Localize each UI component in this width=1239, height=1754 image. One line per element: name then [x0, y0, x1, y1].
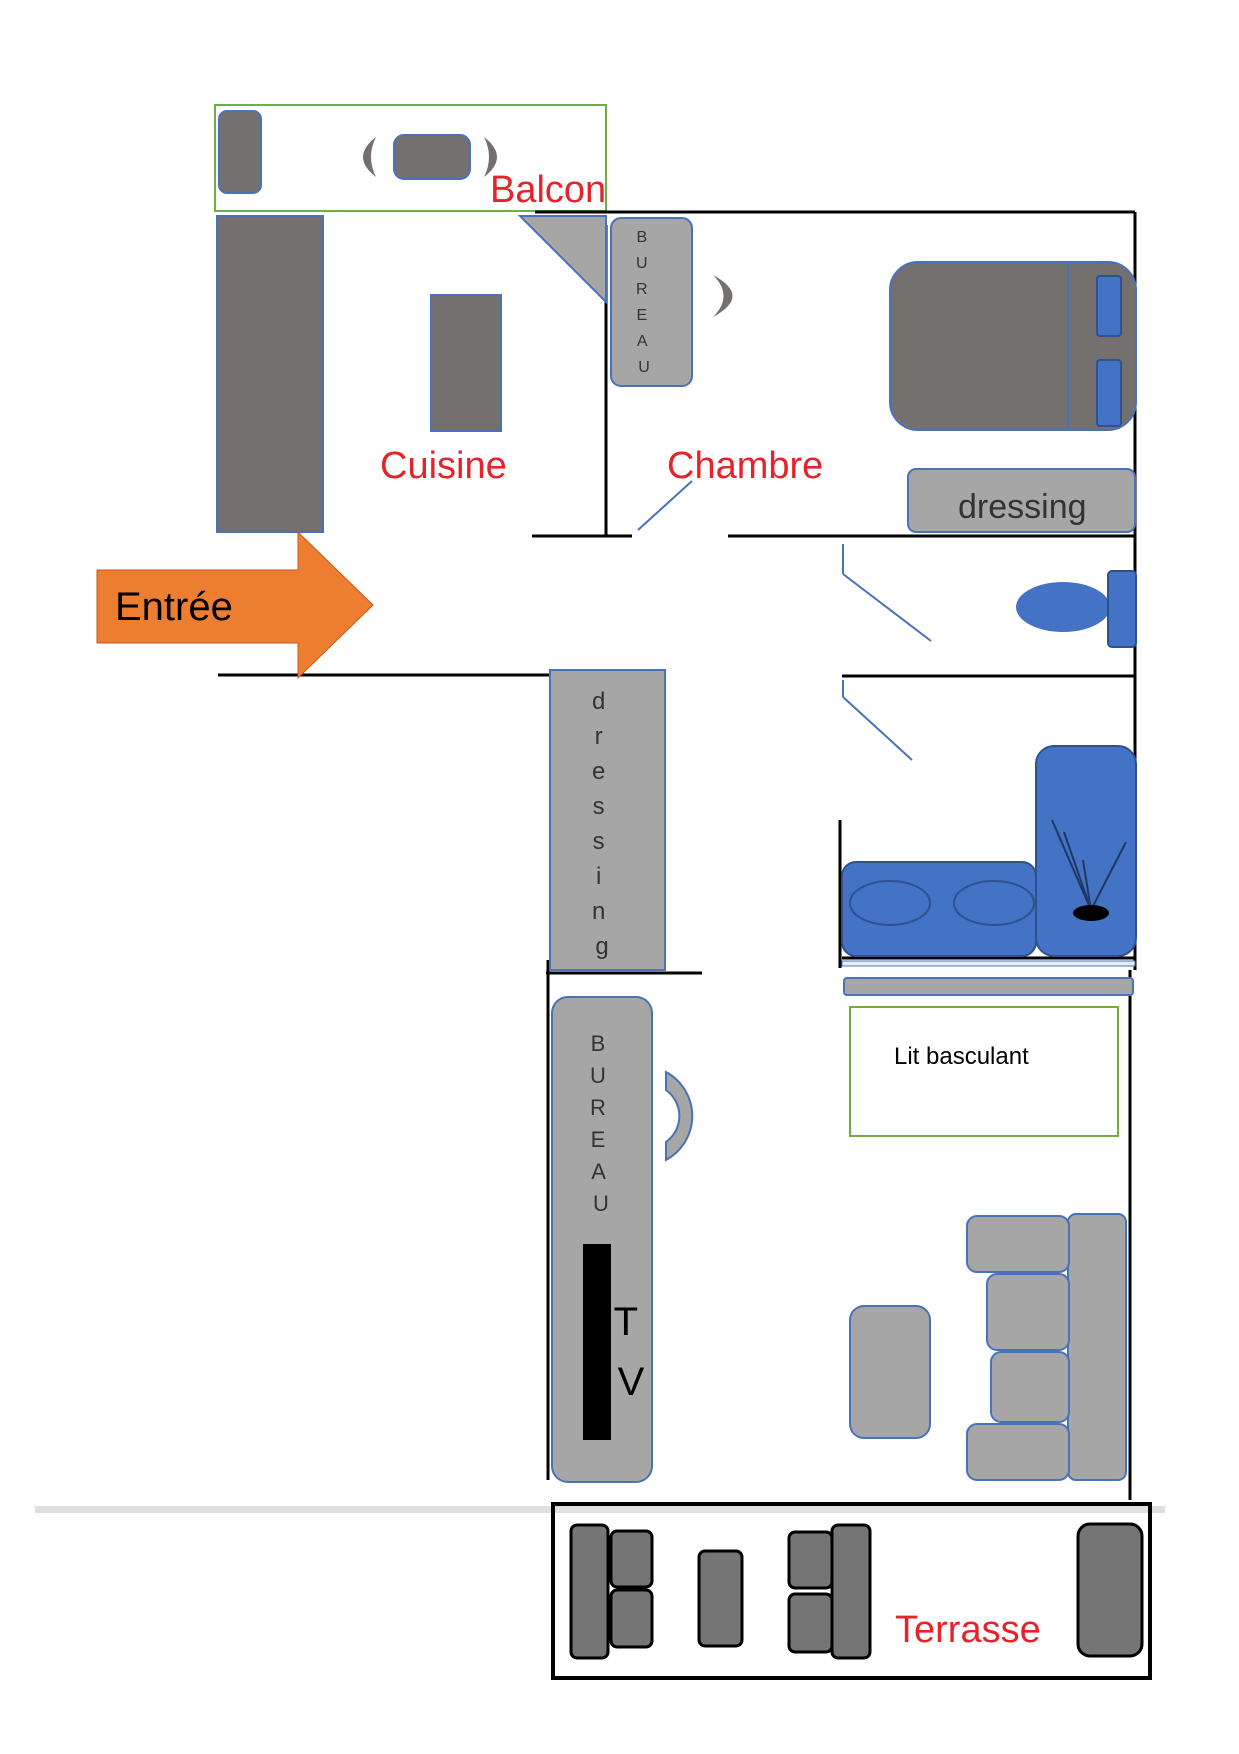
door-bathroom — [842, 696, 913, 761]
terrace-seat — [787, 1530, 834, 1590]
background-line — [35, 1506, 1165, 1513]
desk-chambre — [610, 217, 693, 387]
balcony-chair — [218, 110, 262, 194]
sofa-cushion — [986, 1273, 1070, 1351]
toilet-icon — [1016, 582, 1110, 632]
kitchen-island — [430, 294, 502, 432]
terrace-seat — [609, 1529, 654, 1589]
tv-label: T V — [614, 1300, 649, 1404]
kitchen-corner-cabinet — [517, 215, 607, 305]
desk-sejour-label: B U R E A U — [590, 1031, 612, 1216]
sink-basin — [953, 880, 1035, 926]
balcony-table — [393, 134, 471, 180]
balcony-outline — [214, 104, 607, 212]
terrace-chair — [1076, 1522, 1144, 1658]
terrace-seat — [609, 1588, 654, 1649]
kitchen-counter — [216, 215, 324, 533]
coffee-table — [849, 1305, 931, 1439]
shower-jets — [1051, 819, 1127, 911]
room-label-cuisine: Cuisine — [380, 445, 507, 487]
chair-icon — [665, 1070, 694, 1162]
shower-drain — [1073, 905, 1109, 921]
toilet-tank — [1107, 570, 1137, 648]
door-chambre — [637, 480, 693, 531]
bed-pillow — [1096, 359, 1122, 427]
dressing-chambre — [907, 468, 1136, 533]
sink-basin — [849, 880, 931, 926]
folding-bed-label: Lit basculant — [894, 1043, 1029, 1070]
sofa-cushion — [990, 1351, 1070, 1423]
sofa-back — [1067, 1213, 1127, 1481]
bathroom-threshold — [841, 960, 1136, 967]
room-label-terrasse: Terrasse — [895, 1609, 1041, 1651]
dressing-couloir — [549, 669, 666, 971]
terrace-seat — [787, 1592, 834, 1654]
room-label-chambre: Chambre — [667, 445, 823, 487]
dressing-chambre-label: dressing — [958, 488, 1087, 526]
dressing-couloir-label: d r e s s i n g — [592, 688, 612, 960]
bed-cabinet-top — [843, 977, 1134, 996]
sofa-cushion — [966, 1215, 1070, 1273]
chair-icon — [363, 137, 376, 177]
chair-icon — [484, 137, 497, 177]
terrace-table — [697, 1549, 744, 1648]
tv-screen — [583, 1244, 611, 1440]
room-label-balcon: Balcon — [490, 169, 606, 211]
folding-bed — [849, 1006, 1119, 1137]
bathroom-vanity — [841, 861, 1037, 957]
arrow-right-icon — [96, 530, 374, 680]
chair-icon — [713, 275, 733, 317]
bed-pillow — [1096, 275, 1122, 337]
desk-sejour — [551, 996, 653, 1483]
bed — [889, 261, 1137, 431]
terrace-outline — [551, 1502, 1152, 1680]
door-toilet — [842, 573, 932, 642]
desk-chambre-label: B U R E A U — [636, 229, 652, 376]
terrace-lounger — [830, 1523, 872, 1660]
shower-icon — [1035, 745, 1137, 957]
sofa-cushion — [966, 1423, 1070, 1481]
terrace-lounger — [569, 1523, 610, 1660]
room-label-entree: Entrée — [115, 585, 233, 629]
